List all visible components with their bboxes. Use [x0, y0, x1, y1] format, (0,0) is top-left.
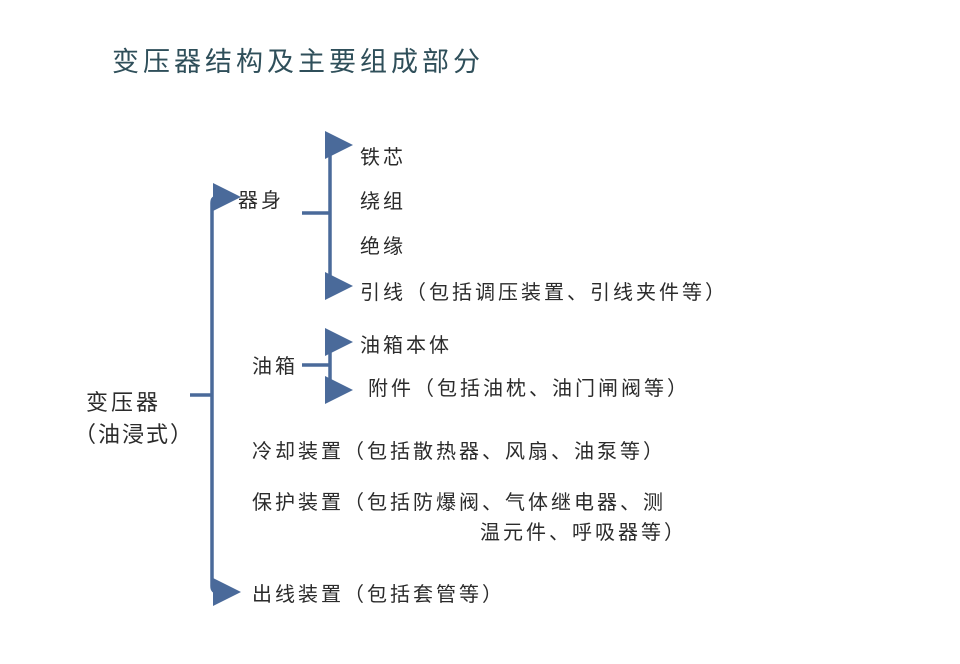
leaf-youxiangbenti: 油箱本体 — [360, 333, 452, 357]
branch-baohu: 保护装置（包括防爆阀、气体继电器、测 — [252, 490, 666, 514]
branch-lengque: 冷却装置（包括散热器、风扇、油泵等） — [252, 439, 666, 463]
branch-chuxian: 出线装置（包括套管等） — [252, 582, 505, 606]
root-label: 变压器 — [86, 391, 162, 416]
leaf-yinxian: 引线（包括调压装置、引线夹件等） — [360, 280, 728, 304]
main-bracket-spine — [210, 195, 232, 594]
leaf-jueyuan: 绝缘 — [360, 234, 406, 258]
leaf-tiexin: 铁芯 — [360, 145, 406, 169]
qishen-bracket — [328, 143, 344, 288]
leaf-raozu: 绕组 — [360, 189, 406, 213]
page-title: 变压器结构及主要组成部分 — [112, 47, 484, 78]
leaf-fujian: 附件（包括油枕、油门闸阀等） — [368, 376, 690, 400]
root-sublabel: （油浸式） — [74, 423, 195, 448]
youxiang-bracket — [328, 340, 344, 392]
branch-baohu-cont: 温元件、呼吸器等） — [480, 520, 687, 544]
branch-youxiang: 油箱 — [252, 354, 298, 378]
branch-qishen: 器身 — [238, 188, 284, 212]
